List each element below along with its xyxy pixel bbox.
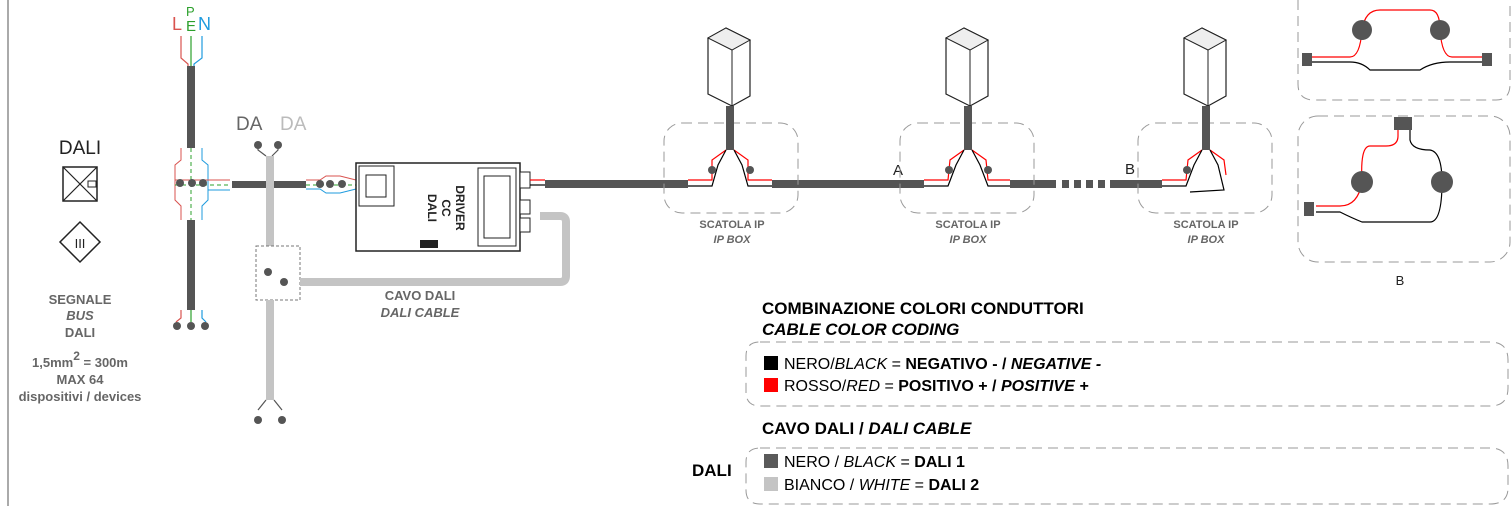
signal-line2: BUS xyxy=(66,308,94,323)
swatch-dali-1 xyxy=(764,454,778,468)
legend-dali-side-label: DALI xyxy=(692,461,732,480)
dali-device-symbol: DALI III SEGNALE BUS DALI 1,5mm2 = 300m … xyxy=(19,138,142,404)
ip-box-1-en: IP BOX xyxy=(714,234,752,246)
driver-line1: DRIVER xyxy=(453,185,467,231)
driver-line3: DALI xyxy=(425,194,439,222)
mains-L-label: L xyxy=(172,14,182,34)
class-iii-mark: III xyxy=(75,236,86,251)
signal-line1: SEGNALE xyxy=(49,292,112,307)
dali-cable-label-en: DALI CABLE xyxy=(381,305,460,320)
dali-bus-cable xyxy=(254,141,570,424)
luminaire-icon xyxy=(944,27,990,107)
legend-row-red: ROSSO/RED = POSITIVO + / POSITIVE + xyxy=(784,378,1089,395)
marker-B-line: B xyxy=(1125,161,1135,178)
luminaire-icon xyxy=(706,27,752,107)
detail-box-bottom xyxy=(1297,115,1511,263)
marker-A: A xyxy=(893,162,903,179)
swatch-red xyxy=(764,378,778,392)
dali-cable-label-it: CAVO DALI xyxy=(385,288,456,303)
ip-box-2-en: IP BOX xyxy=(950,234,988,246)
ip-box-3-it: SCATOLA IP xyxy=(1173,219,1238,231)
swatch-black xyxy=(764,356,778,370)
legend-title-en: CABLE COLOR CODING xyxy=(762,320,959,339)
legend-row-dali-1: NERO / BLACK = DALI 1 xyxy=(784,454,965,471)
dali-title: DALI xyxy=(59,138,101,159)
luminaire-icon xyxy=(1182,27,1228,107)
cable-color-legend: COMBINAZIONE COLORI CONDUTTORI CABLE COL… xyxy=(692,299,1509,505)
wire-spec: 1,5mm2 = 300m xyxy=(32,349,128,370)
legend-dali-title: CAVO DALI / DALI CABLE xyxy=(762,419,972,438)
mains-E-label: E xyxy=(186,18,196,35)
legend-row-dali-2: BIANCO / WHITE = DALI 2 xyxy=(784,477,979,494)
ip-box-1-it: SCATOLA IP xyxy=(699,219,764,231)
mains-N-label: N xyxy=(198,14,211,34)
mains-labels: L P E N xyxy=(172,4,211,35)
bus-DA2-label: DA xyxy=(280,114,307,135)
output-cable xyxy=(530,179,1162,188)
driver-line2: CC xyxy=(439,199,453,217)
legend-title-it: COMBINAZIONE COLORI CONDUTTORI xyxy=(762,299,1084,318)
devices-label: dispositivi / devices xyxy=(19,389,142,404)
ip-box-1: SCATOLA IP IP BOX xyxy=(663,27,799,246)
driver-cc-dali: DRIVER CC DALI xyxy=(355,162,531,252)
swatch-dali-2 xyxy=(764,477,778,491)
dali-bus-labels: DA DA xyxy=(236,114,307,135)
ip-box-3-en: IP BOX xyxy=(1188,234,1226,246)
signal-line3: DALI xyxy=(65,325,95,340)
max-devices: MAX 64 xyxy=(57,372,105,387)
legend-row-black: NERO/BLACK = NEGATIVO - / NEGATIVE - xyxy=(784,356,1101,373)
marker-B-detail: B xyxy=(1396,273,1405,288)
ip-box-2: SCATOLA IP IP BOX xyxy=(899,27,1035,246)
bus-DA1-label: DA xyxy=(236,114,263,135)
ip-box-3: SCATOLA IP IP BOX xyxy=(1137,27,1273,246)
detail-box-top xyxy=(1297,0,1511,101)
ip-box-2-it: SCATOLA IP xyxy=(935,219,1000,231)
mains-P-label: P xyxy=(186,4,195,19)
dali-device-icon xyxy=(62,166,98,202)
class-iii-icon: III xyxy=(58,220,102,264)
